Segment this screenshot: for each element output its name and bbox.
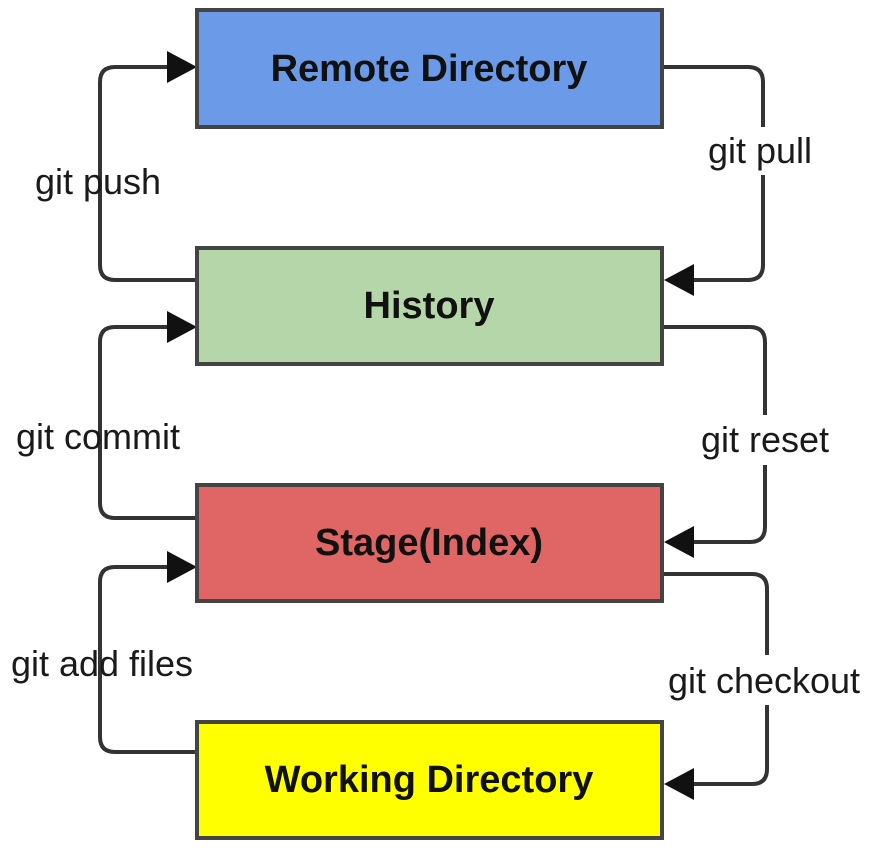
git-commit-label: git commit [16, 416, 180, 457]
git-checkout-label-bg [644, 655, 884, 705]
git-reset-label-bg [684, 415, 846, 465]
history-box [195, 246, 664, 366]
git-checkout-arrowhead [664, 768, 694, 800]
history-label: History [364, 285, 495, 327]
git-add-files-arrow [98, 565, 197, 754]
git-add-files-arrowhead [167, 551, 197, 583]
git-pull-label: git pull [708, 130, 812, 171]
git-pull-label-bg [694, 127, 826, 175]
git-pull-arrowhead [664, 264, 694, 296]
git-push-label: git push [35, 161, 161, 202]
git-reset-label: git reset [701, 419, 829, 460]
git-checkout-label: git checkout [668, 660, 860, 701]
remote-directory-box [195, 8, 664, 129]
git-push-arrow [98, 65, 197, 282]
working-directory-label: Working Directory [265, 759, 594, 801]
git-commit-arrowhead [167, 311, 197, 343]
remote-directory-label: Remote Directory [271, 48, 588, 90]
git-reset-arrowhead [664, 526, 694, 558]
git-commit-arrow [98, 325, 197, 520]
stage-index-label: Stage(Index) [315, 522, 543, 564]
git-add-files-label: git add files [11, 643, 193, 684]
git-push-arrowhead [167, 51, 197, 83]
working-directory-box [195, 720, 664, 840]
stage-index-box [195, 483, 664, 603]
